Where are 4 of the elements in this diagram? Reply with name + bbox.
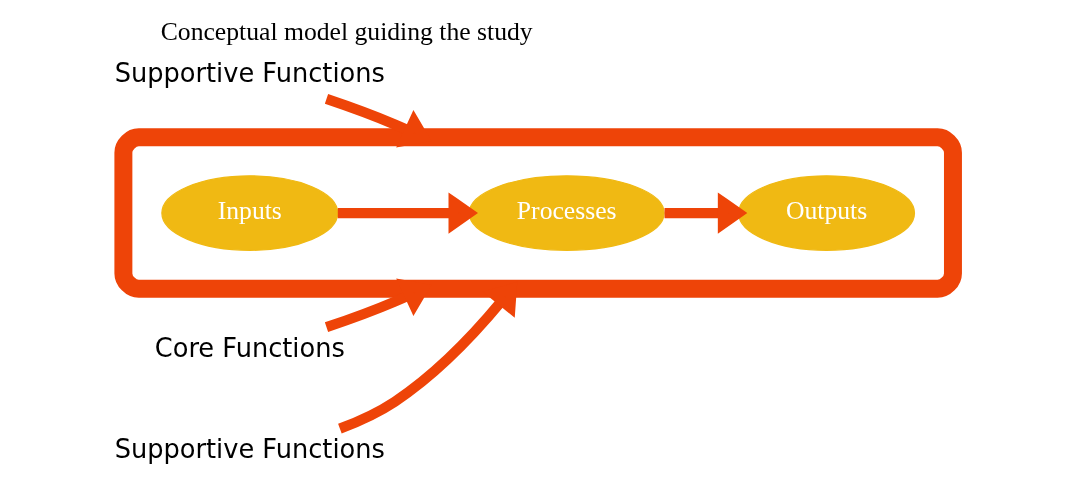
node-text: Supportive Functions	[114, 57, 385, 88]
node-text: Core Functions	[154, 332, 345, 363]
diagram-title: Conceptual model guiding the study	[160, 16, 533, 46]
node-text: Supportive Functions	[114, 433, 385, 464]
